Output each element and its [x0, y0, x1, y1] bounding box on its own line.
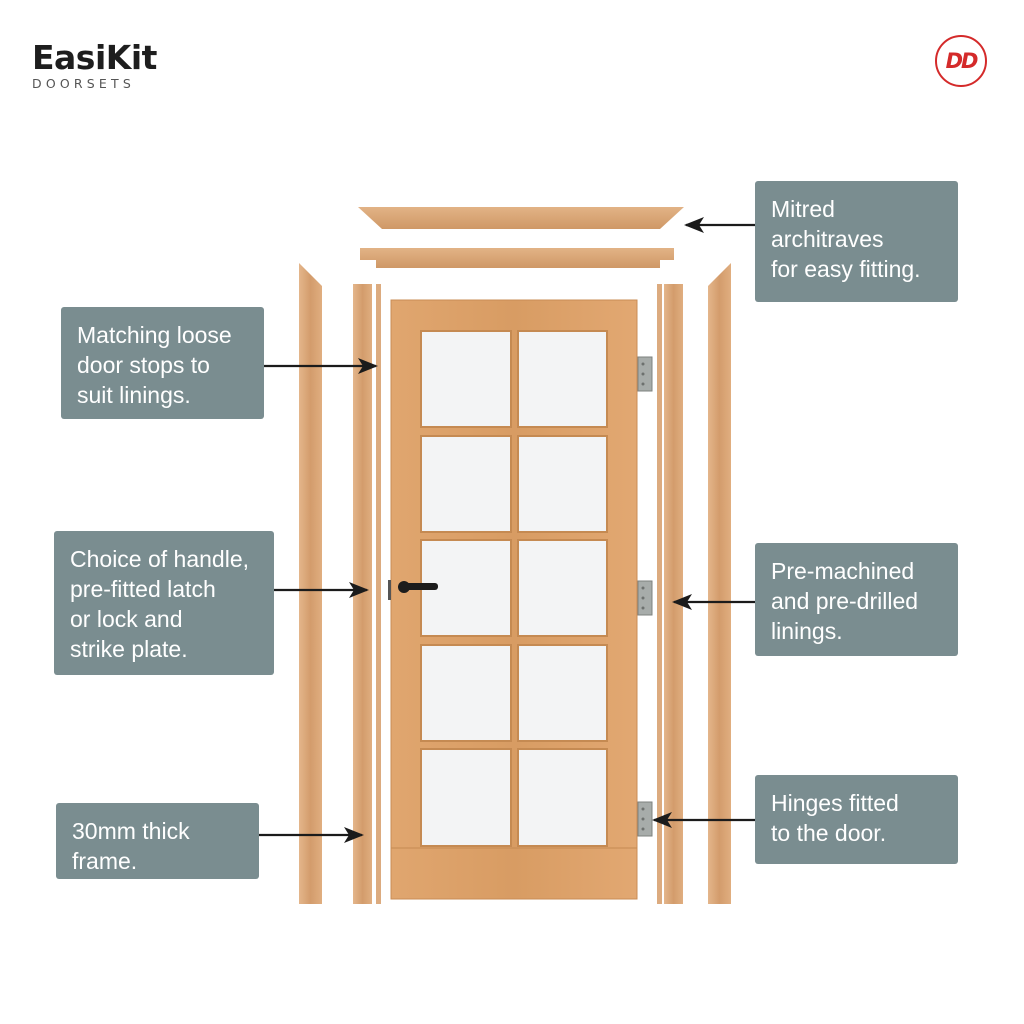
- easikit-logo: EasiKit DOORSETS: [32, 40, 157, 91]
- callout-door-stops: Matching loose door stops to suit lining…: [61, 307, 264, 419]
- right-lining: [664, 284, 683, 904]
- right-architrave: [708, 263, 731, 904]
- callout-mitred-architraves: Mitred architraves for easy fitting.: [755, 181, 958, 302]
- dd-logo-badge: DD: [935, 35, 987, 87]
- right-door-stop: [657, 284, 662, 904]
- lever-handle-icon: [388, 580, 438, 600]
- callout-handle-choice: Choice of handle, pre-fitted latch or lo…: [54, 531, 274, 675]
- top-lining-head: [360, 248, 674, 268]
- logo-name: EasiKit: [32, 38, 157, 77]
- callout-linings: Pre-machined and pre-drilled linings.: [755, 543, 958, 656]
- left-architrave: [299, 263, 322, 904]
- left-lining: [353, 284, 372, 904]
- left-door-stop: [376, 284, 381, 904]
- logo-subtitle: DOORSETS: [32, 76, 135, 91]
- glass-panes: [420, 330, 608, 847]
- callout-hinges: Hinges fitted to the door.: [755, 775, 958, 864]
- top-architrave: [358, 207, 684, 229]
- hinge-icons: [637, 356, 653, 837]
- callout-frame-thickness: 30mm thick frame.: [56, 803, 259, 879]
